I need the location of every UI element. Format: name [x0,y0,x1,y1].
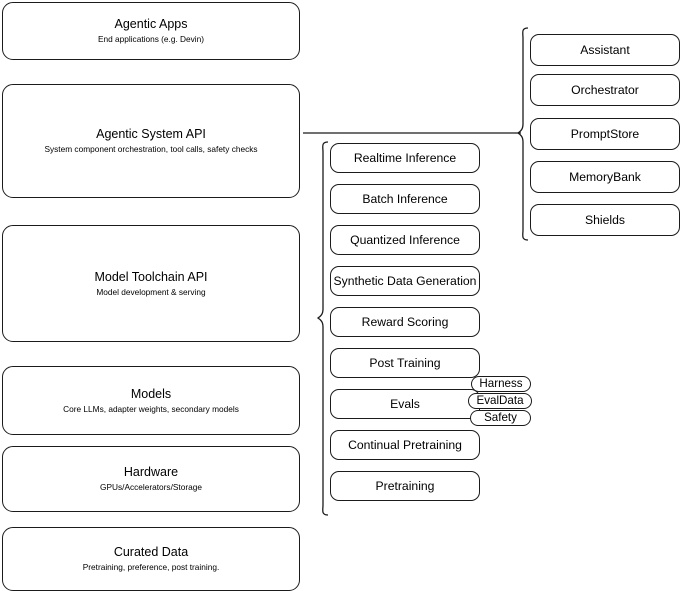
layer-label-group: Agentic Apps End applications (e.g. Devi… [98,17,204,45]
layer-box-curated-data[interactable]: Curated Data Pretraining, preference, po… [2,527,300,591]
toolchain-label: Quantized Inference [350,232,460,247]
toolchain-box-reward-scoring[interactable]: Reward Scoring [330,307,480,337]
layer-box-hardware[interactable]: Hardware GPUs/Accelerators/Storage [2,446,300,512]
layer-title: Models [130,386,172,401]
layer-title: Model Toolchain API [94,269,208,284]
toolchain-box-post-training[interactable]: Post Training [330,348,480,378]
system-label: Shields [585,212,625,227]
system-label: Orchestrator [571,82,639,97]
system-box-memorybank[interactable]: MemoryBank [530,161,680,193]
evals-pill-label: EvalData [476,394,524,408]
system-label: Assistant [580,42,630,57]
layer-title: Agentic System API [96,127,206,141]
layer-title: Agentic Apps [114,17,188,31]
evals-pill-safety[interactable]: Safety [470,410,531,426]
toolchain-label: Synthetic Data Generation [333,273,477,288]
layer-subtitle: System component orchestration, tool cal… [44,144,258,154]
toolchain-label: Pretraining [375,478,435,493]
evals-pill-evaldata[interactable]: EvalData [468,393,532,409]
evals-pill-harness[interactable]: Harness [471,376,531,392]
toolchain-box-evals[interactable]: Evals [330,389,480,419]
layer-box-agentic-apps[interactable]: Agentic Apps End applications (e.g. Devi… [2,2,300,60]
layer-subtitle: Pretraining, preference, post training. [82,562,220,572]
layer-label-group: Curated Data Pretraining, preference, po… [83,545,220,573]
toolchain-box-batch-inference[interactable]: Batch Inference [330,184,480,214]
layer-label-group: Agentic System API System component orch… [44,127,257,155]
system-box-shields[interactable]: Shields [530,204,680,236]
evals-pill-label: Harness [479,377,523,391]
toolchain-box-synthetic-data-generation[interactable]: Synthetic Data Generation [330,266,480,296]
layer-subtitle: GPUs/Accelerators/Storage [100,482,202,492]
toolchain-label: Continual Pretraining [348,437,462,452]
layer-title: Curated Data [113,545,189,559]
toolchain-label: Realtime Inference [353,150,457,165]
toolchain-box-quantized-inference[interactable]: Quantized Inference [330,225,480,255]
system-box-orchestrator[interactable]: Orchestrator [530,74,680,106]
system-box-assistant[interactable]: Assistant [530,34,680,66]
layer-subtitle: Core LLMs, adapter weights, secondary mo… [63,403,239,414]
system-box-promptstore[interactable]: PromptStore [530,118,680,150]
evals-pill-label: Safety [484,411,517,425]
brace-toolchain-components [316,141,329,516]
toolchain-label: Batch Inference [362,191,448,206]
layer-label-group: Hardware GPUs/Accelerators/Storage [100,465,202,493]
system-label: PromptStore [570,126,640,141]
toolchain-box-continual-pretraining[interactable]: Continual Pretraining [330,430,480,460]
system-label: MemoryBank [569,169,641,184]
toolchain-label: Evals [390,396,420,411]
layer-label-group: Model Toolchain API Model development & … [94,270,207,298]
toolchain-box-realtime-inference[interactable]: Realtime Inference [330,143,480,173]
toolchain-label: Reward Scoring [361,314,449,329]
brace-system-components [516,27,529,241]
layer-title: Hardware [123,465,179,479]
toolchain-box-pretraining[interactable]: Pretraining [330,471,480,501]
layer-subtitle: Model development & serving [96,286,206,297]
layer-subtitle: End applications (e.g. Devin) [97,34,205,44]
toolchain-label: Post Training [369,355,441,370]
layer-box-agentic-system-api[interactable]: Agentic System API System component orch… [2,84,300,198]
layer-label-group: Models Core LLMs, adapter weights, secon… [63,387,239,415]
layer-box-model-toolchain-api[interactable]: Model Toolchain API Model development & … [2,225,300,342]
layer-box-models[interactable]: Models Core LLMs, adapter weights, secon… [2,366,300,435]
